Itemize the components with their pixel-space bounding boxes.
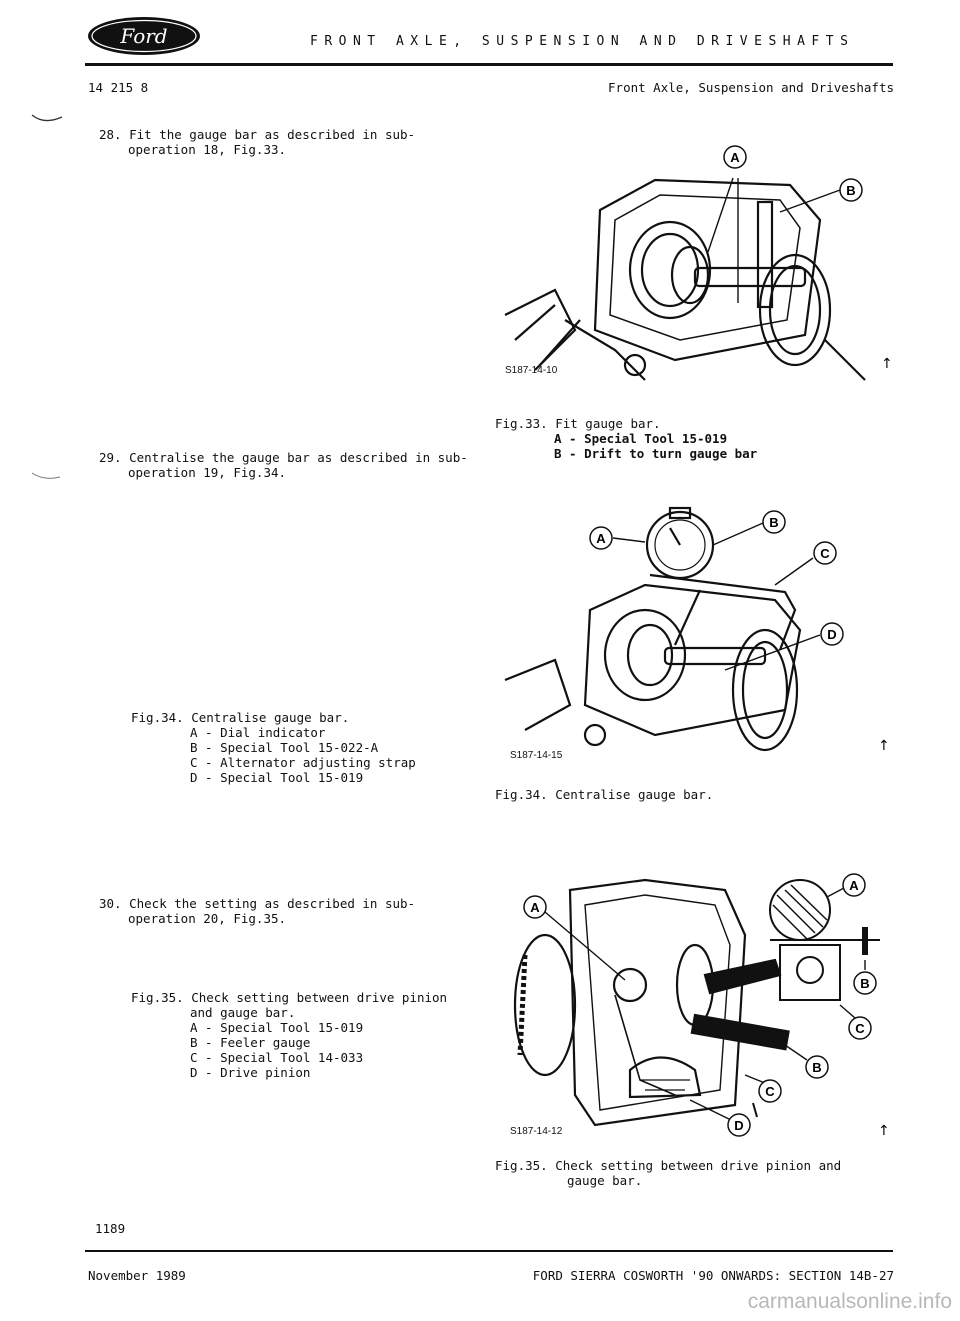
step-29: 29. Centralise the gauge bar as describe… xyxy=(99,450,468,480)
footer-rule xyxy=(85,1250,893,1252)
fig35-caption-line2: gauge bar. xyxy=(567,1173,643,1188)
fig35-left-caption: Fig.35. Check setting between drive pini… xyxy=(131,990,447,1080)
page-number: 1189 xyxy=(95,1221,126,1236)
fig33-label-a: A xyxy=(730,150,740,165)
logo-text: Ford xyxy=(119,24,167,48)
fig35-left-title2: and gauge bar. xyxy=(190,1005,296,1020)
running-title: Front Axle, Suspension and Driveshafts xyxy=(608,80,894,95)
fig33-caption-item: B - Drift to turn gauge bar xyxy=(554,446,758,461)
fig35-caption: Fig.35. Check setting between drive pini… xyxy=(495,1158,841,1188)
fig34-label-c: C xyxy=(820,546,830,561)
fig35-illustration: A A B C B C D ↑ xyxy=(495,865,895,1145)
fig34-caption: Fig.34. Centralise gauge bar. xyxy=(495,787,714,802)
fig35-left-item: A - Special Tool 15-019 xyxy=(190,1020,364,1035)
fig33-caption-title: Fig.33. Fit gauge bar. xyxy=(495,416,661,431)
fig34-label-d: D xyxy=(827,627,836,642)
step-28-line2: operation 18, Fig.33. xyxy=(128,142,287,157)
fig35-caption-line1: Fig.35. Check setting between drive pini… xyxy=(495,1158,842,1173)
arrow-up-icon: ↑ xyxy=(878,1123,890,1139)
header-title: FRONT AXLE, SUSPENSION AND DRIVESHAFTS xyxy=(310,34,855,49)
watermark: carmanualsonline.info xyxy=(747,1290,952,1313)
step-30-line1: 30. Check the setting as described in su… xyxy=(99,896,416,911)
fig34-illustration: A B C D ↑ xyxy=(495,500,895,765)
fig33-illustration: A B ↑ xyxy=(495,140,895,385)
fig33-caption-item: A - Special Tool 15-019 xyxy=(554,431,728,446)
fig35-left-title: Fig.35. Check setting between drive pini… xyxy=(131,990,448,1005)
step-28: 28. Fit the gauge bar as described in su… xyxy=(99,127,415,157)
header-rule xyxy=(85,63,893,66)
fig34-label-b: B xyxy=(769,515,778,530)
fig34-left-item: B - Special Tool 15-022-A xyxy=(190,740,379,755)
step-29-line1: 29. Centralise the gauge bar as describe… xyxy=(99,450,468,465)
arrow-up-icon: ↑ xyxy=(878,738,890,754)
step-30-line2: operation 20, Fig.35. xyxy=(128,911,287,926)
fig34-left-item: C - Alternator adjusting strap xyxy=(190,755,416,770)
doc-ref: 14 215 8 xyxy=(88,80,149,95)
footer-date: November 1989 xyxy=(88,1268,186,1283)
fig33-label-b: B xyxy=(846,183,855,198)
fig35-label-b2: B xyxy=(812,1060,821,1075)
fig33-caption: Fig.33. Fit gauge bar. A - Special Tool … xyxy=(495,416,757,461)
ford-logo: Ford xyxy=(87,16,201,56)
fig34-left-caption: Fig.34. Centralise gauge bar. A - Dial i… xyxy=(131,710,416,785)
fig33-labels: A B xyxy=(723,145,863,202)
fig34-left-title: Fig.34. Centralise gauge bar. xyxy=(131,710,350,725)
step-29-line2: operation 19, Fig.34. xyxy=(128,465,287,480)
fig35-left-item: B - Feeler gauge xyxy=(190,1035,311,1050)
fig35-code: S187-14-12 xyxy=(510,1126,563,1137)
step-30: 30. Check the setting as described in su… xyxy=(99,896,415,926)
margin-mark xyxy=(30,470,70,489)
fig34-label-a: A xyxy=(596,531,606,546)
fig35-label-c: C xyxy=(855,1021,865,1036)
fig35-label-d: D xyxy=(734,1118,743,1133)
fig35-label-a: A xyxy=(530,900,540,915)
fig34-left-item: A - Dial indicator xyxy=(190,725,326,740)
step-28-line1: 28. Fit the gauge bar as described in su… xyxy=(99,127,416,142)
fig33-code: S187-14-10 xyxy=(505,365,558,376)
margin-mark xyxy=(30,112,70,131)
arrow-up-icon: ↑ xyxy=(881,356,893,372)
fig34-code: S187-14-15 xyxy=(510,750,563,761)
fig35-left-item: C - Special Tool 14-033 xyxy=(190,1050,364,1065)
fig35-left-item: D - Drive pinion xyxy=(190,1065,311,1080)
footer-section: FORD SIERRA COSWORTH '90 ONWARDS: SECTIO… xyxy=(532,1268,894,1283)
fig35-label-b: B xyxy=(860,976,869,991)
fig34-left-item: D - Special Tool 15-019 xyxy=(190,770,364,785)
fig35-label-a2: A xyxy=(849,878,859,893)
fig35-label-c2: C xyxy=(765,1084,775,1099)
